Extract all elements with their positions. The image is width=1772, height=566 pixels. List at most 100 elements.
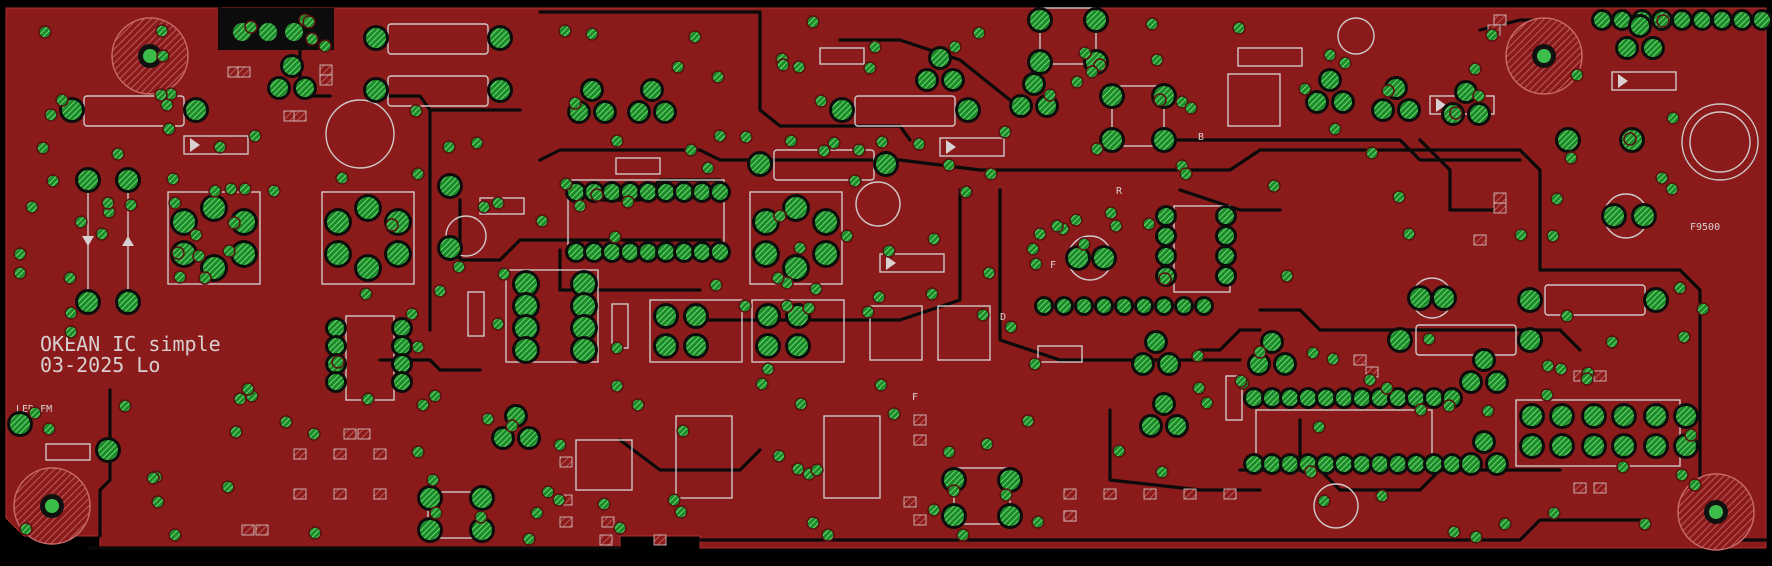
via: [972, 26, 986, 40]
resistor-lead: [183, 97, 209, 123]
pad: [437, 235, 463, 261]
pad: [115, 289, 141, 315]
via: [1069, 213, 1083, 227]
ic-pin: [1155, 205, 1177, 227]
via: [1033, 227, 1047, 241]
via: [1077, 237, 1091, 251]
smd-pad: [293, 110, 307, 122]
via: [385, 218, 399, 232]
coil-pin: [512, 292, 540, 320]
header-pin: [282, 20, 306, 44]
smd-pad: [333, 488, 347, 500]
smd-pad: [319, 74, 333, 86]
via: [227, 216, 241, 230]
via: [95, 227, 109, 241]
ic-pin: [1387, 453, 1409, 475]
via: [279, 415, 293, 429]
pad: [755, 333, 781, 359]
via: [1304, 465, 1318, 479]
via: [1468, 62, 1482, 76]
board-title-line2: 03-2025 Lo: [40, 353, 160, 377]
via: [956, 528, 970, 542]
pad: [1581, 433, 1607, 459]
transistor-pin: [1615, 36, 1639, 60]
via: [1605, 335, 1619, 349]
via: [1380, 381, 1394, 395]
via: [213, 140, 227, 154]
via: [1422, 332, 1436, 346]
via: [840, 229, 854, 243]
via: [959, 185, 973, 199]
pad: [1519, 403, 1545, 429]
via: [806, 516, 820, 530]
smd-pad: [357, 428, 371, 440]
transistor-pin: [1397, 98, 1421, 122]
via: [1580, 372, 1594, 386]
smd-pad: [237, 66, 251, 78]
ic-pin: [391, 371, 413, 393]
ic-pin: [1423, 453, 1445, 475]
via: [806, 15, 820, 29]
pad: [7, 411, 33, 437]
via: [173, 270, 187, 284]
via: [1481, 404, 1495, 418]
via: [1546, 229, 1560, 243]
smd-pad: [1223, 488, 1237, 500]
resistor-lead: [363, 77, 389, 103]
via: [1447, 525, 1461, 539]
pad: [997, 503, 1023, 529]
via: [491, 317, 505, 331]
via: [361, 392, 375, 406]
ic-pin: [1423, 387, 1445, 409]
via: [248, 129, 262, 143]
via: [1684, 428, 1698, 442]
smd-pad: [903, 496, 917, 508]
via: [411, 167, 425, 181]
via: [984, 167, 998, 181]
coil-pin: [512, 270, 540, 298]
via: [1145, 17, 1159, 31]
coil-pin: [354, 254, 382, 282]
smd-pad: [1063, 488, 1077, 500]
via: [1109, 219, 1123, 233]
coil-pin: [782, 254, 810, 282]
via: [38, 25, 52, 39]
coil-pin: [512, 314, 540, 342]
via: [1338, 56, 1352, 70]
resistor-lead: [487, 25, 513, 51]
transistor-pin: [1305, 90, 1329, 114]
via: [1328, 122, 1342, 136]
pad: [1549, 433, 1575, 459]
via: [198, 271, 212, 285]
resistor-lead: [363, 25, 389, 51]
via: [111, 147, 125, 161]
transistor-pin: [1485, 370, 1509, 394]
via: [1150, 53, 1164, 67]
coil-pin: [200, 194, 228, 222]
via: [1485, 28, 1499, 42]
via: [1665, 182, 1679, 196]
via: [124, 198, 138, 212]
via: [1392, 190, 1406, 204]
via: [559, 177, 573, 191]
pad: [1099, 83, 1125, 109]
via: [671, 60, 685, 74]
ic-pin: [637, 181, 659, 203]
via: [1232, 21, 1246, 35]
transistor-pin: [1131, 352, 1155, 376]
via: [621, 195, 635, 209]
smd-pad: [241, 524, 255, 536]
transistor-pin: [1331, 90, 1355, 114]
via: [166, 172, 180, 186]
via: [810, 463, 824, 477]
via: [1192, 381, 1206, 395]
via: [530, 506, 544, 520]
via: [613, 521, 627, 535]
smd-pad: [1353, 354, 1367, 366]
via: [318, 39, 332, 53]
transistor-pin: [1273, 352, 1297, 376]
pad: [1643, 403, 1669, 429]
via: [585, 27, 599, 41]
transistor-pin: [1139, 414, 1163, 438]
via: [46, 174, 60, 188]
